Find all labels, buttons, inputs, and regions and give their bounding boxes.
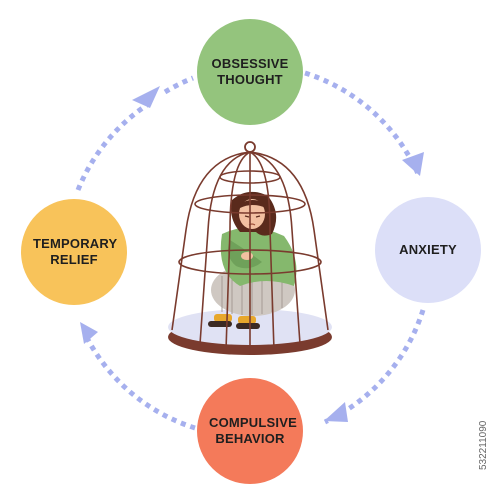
arrow-bottom-to-left: [83, 334, 196, 431]
arrow-right-to-bottom: [323, 309, 426, 425]
node-obsessive-thought: OBSESSIVE THOUGHT: [197, 19, 303, 125]
node-label-compulsive-behavior: COMPULSIVE BEHAVIOR: [209, 415, 297, 446]
node-label-obsessive-thought: OBSESSIVE THOUGHT: [211, 56, 289, 87]
node-label-anxiety: ANXIETY: [399, 242, 457, 257]
stock-image-id: 532211090: [478, 420, 489, 470]
arrow-left-to-top: [75, 100, 152, 191]
arrowhead-right-icon: [402, 152, 424, 176]
node-compulsive-behavior: COMPULSIVE BEHAVIOR: [197, 378, 303, 484]
node-temporary-relief: TEMPORARY RELIEF: [21, 199, 127, 305]
arrowhead-bottom-icon: [324, 402, 348, 422]
arrowhead-top-icon: [132, 86, 160, 108]
caged-woman-illustration: [168, 141, 332, 355]
node-label-temporary-relief: TEMPORARY RELIEF: [33, 236, 118, 267]
arrow-top-to-right: [304, 70, 422, 177]
node-anxiety: ANXIETY: [375, 197, 481, 303]
arrowhead-left-icon: [80, 322, 98, 344]
